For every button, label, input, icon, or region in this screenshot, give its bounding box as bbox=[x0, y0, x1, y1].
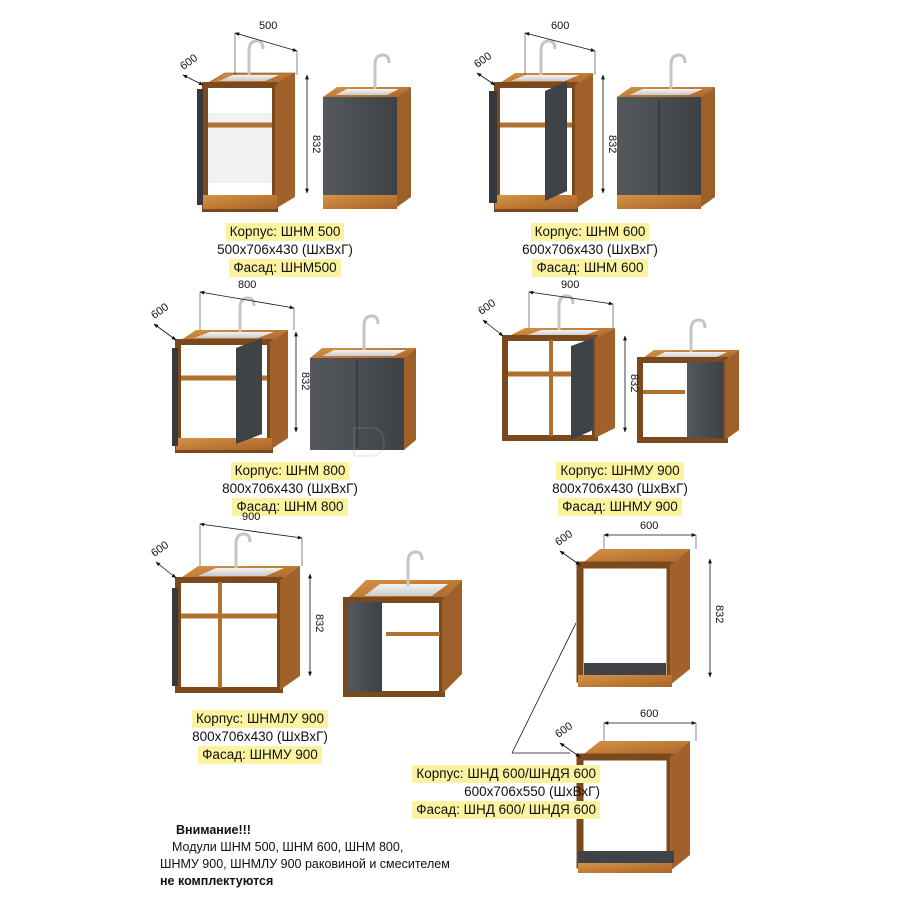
shnm600-height-label: 832 bbox=[606, 135, 618, 153]
module-shnm800: 800 600 832 Корпус: ШНМ 800 800х706х430 … bbox=[149, 279, 430, 520]
shnmlu900-body: Корпус: ШНМЛУ 900 bbox=[191, 710, 329, 728]
shnmlu900-facade: Фасад: ШНМУ 900 bbox=[198, 746, 322, 764]
shnm500-caption: Корпус: ШНМ 500 500х706х430 (ШхВхГ) Фаса… bbox=[165, 223, 405, 277]
shnmlu900-size: 800х706х430 (ШхВхГ) bbox=[192, 729, 328, 744]
shnm500-drawing: 500 600 832 bbox=[178, 20, 411, 212]
module-shnm500: 500 600 832 Корпус: ШНМ 500 500х706х430 … bbox=[175, 15, 425, 277]
shnmu900-drawing: 900 600 832 bbox=[476, 279, 739, 443]
module-shnmu900: 900 600 832 Корпус: ШНМУ 900 800х706х430… bbox=[475, 279, 765, 520]
shnm800-size: 800х706х430 (ШхВхГ) bbox=[222, 481, 358, 496]
shnm500-size: 500х706х430 (ШхВхГ) bbox=[217, 242, 353, 257]
shnm600-depth-label: 600 bbox=[472, 50, 494, 70]
shnmu900-size: 800х706х430 (ШхВхГ) bbox=[552, 481, 688, 496]
shnm600-size: 600х706х430 (ШхВхГ) bbox=[522, 242, 658, 257]
warning-note: Внимание!!! Модули ШНМ 500, ШНМ 600, ШНМ… bbox=[160, 822, 560, 890]
shnm500-depth-label: 600 bbox=[178, 52, 200, 72]
shnm500-body: Корпус: ШНМ 500 bbox=[225, 223, 345, 241]
shnd600-size: 600х706х550 (ШхВхГ) bbox=[464, 784, 600, 799]
shnm800-width-label: 800 bbox=[238, 279, 256, 291]
shnmu900-facade: Фасад: ШНМУ 900 bbox=[558, 498, 682, 516]
shnmlu900-height-label: 832 bbox=[313, 614, 325, 632]
shnmlu900-depth-label: 600 bbox=[149, 539, 171, 559]
shnmlu900-drawing: 900 600 832 bbox=[149, 511, 462, 697]
shnmu900-height-label: 832 bbox=[628, 374, 640, 392]
shnm600-facade: Фасад: ШНМ 600 bbox=[532, 259, 648, 277]
shnm600-body: Корпус: ШНМ 600 bbox=[530, 223, 650, 241]
shnm800-height-label: 832 bbox=[299, 372, 311, 390]
shnmlu900-caption: Корпус: ШНМЛУ 900 800х706х430 (ШхВхГ) Фа… bbox=[140, 710, 380, 764]
warning-line-1: Модули ШНМ 500, ШНМ 600, ШНМ 800, bbox=[172, 840, 404, 854]
shnd600-depth-label-2: 600 bbox=[553, 720, 575, 740]
shnmu900-body: Корпус: ШНМУ 900 bbox=[556, 462, 684, 480]
shnmu900-width-label: 900 bbox=[561, 279, 579, 291]
shnd600-width-label: 600 bbox=[640, 520, 658, 532]
shnm600-drawing: 600 600 832 bbox=[472, 20, 715, 212]
shnmu900-depth-label: 600 bbox=[476, 297, 498, 317]
shnm800-caption: Корпус: ШНМ 800 800х706х430 (ШхВхГ) Фаса… bbox=[170, 462, 410, 516]
shnm600-caption: Корпус: ШНМ 600 600х706х430 (ШхВхГ) Фаса… bbox=[470, 223, 710, 277]
shnm800-body: Корпус: ШНМ 800 bbox=[230, 462, 350, 480]
shnm500-facade: Фасад: ШНМ500 bbox=[229, 259, 341, 277]
shnm800-drawing: 800 600 832 bbox=[149, 279, 416, 453]
shnd600-body: Корпус: ШНД 600/ШНДЯ 600 bbox=[412, 765, 600, 783]
shnm500-height-label: 832 bbox=[310, 135, 322, 153]
module-shnmlu900: 900 600 832 Корпус: ШНМЛУ 900 800х706х43… bbox=[149, 510, 480, 770]
warning-title: Внимание!!! bbox=[176, 823, 251, 837]
shnd600-caption: Корпус: ШНД 600/ШНДЯ 600 600х706х550 (Шх… bbox=[360, 765, 600, 819]
shnd600-height-label: 832 bbox=[713, 605, 725, 623]
warning-line-3: не комплектуются bbox=[160, 874, 274, 888]
shnmu900-caption: Корпус: ШНМУ 900 800х706х430 (ШхВхГ) Фас… bbox=[500, 462, 740, 516]
shnm800-depth-label: 600 bbox=[149, 301, 171, 321]
shnm600-width-label: 600 bbox=[551, 20, 569, 32]
shnm500-width-label: 500 bbox=[259, 20, 277, 32]
module-shnd600: 600 600 832 600 600 Корпус: ШНД 600/ШНДЯ… bbox=[412, 515, 760, 890]
warning-line-2: ШНМУ 900, ШНМЛУ 900 раковиной и смесител… bbox=[160, 857, 450, 871]
shnd600-width-label-2: 600 bbox=[640, 708, 658, 720]
shnd600-depth-label: 600 bbox=[553, 528, 575, 548]
module-shnm600: 600 600 832 Корпус: ШНМ 600 600х706х430 … bbox=[472, 15, 725, 277]
watermark-logo bbox=[353, 427, 386, 457]
shnm800-facade: Фасад: ШНМ 800 bbox=[232, 498, 348, 516]
shnd600-facade: Фасад: ШНД 600/ ШНДЯ 600 bbox=[412, 801, 600, 819]
shnmlu900-width-label: 900 bbox=[242, 511, 260, 523]
